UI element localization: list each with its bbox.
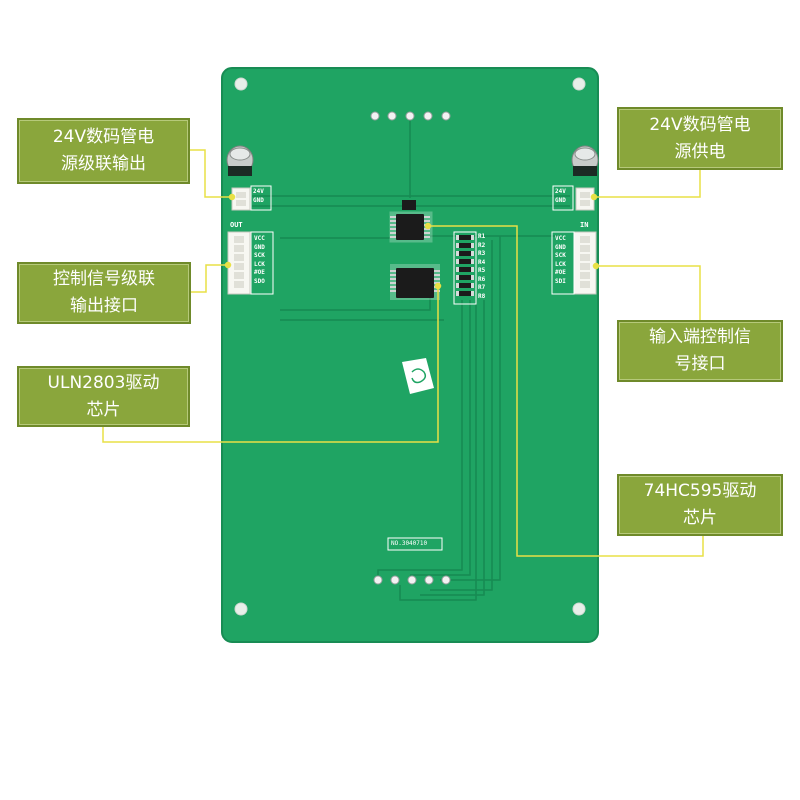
callout-control-cascade-output: 控制信号级联 输出接口 xyxy=(17,262,191,324)
mounting-holes xyxy=(234,77,586,616)
leader-line-c4 xyxy=(596,265,701,320)
resistor-label: R1 xyxy=(478,233,486,240)
pin-label: LCK xyxy=(555,260,566,268)
callout-line: 输出接口 xyxy=(70,296,138,316)
mounting-hole-top-right xyxy=(572,77,586,91)
callout-line: ULN2803驱动 xyxy=(47,372,160,393)
power-connector-out xyxy=(231,187,251,211)
leader-lines xyxy=(102,149,704,557)
resistor-label: R5 xyxy=(478,267,486,274)
callout-power-cascade-output: 24V数码管电 源级联输出 xyxy=(17,118,190,184)
mounting-hole-bottom-right xyxy=(572,602,586,616)
signal-pin-labels-out: VCC GND SCK LCK #OE SDO xyxy=(254,236,265,287)
leader-line-c6 xyxy=(428,225,704,557)
callout-line: 74HC595驱动 xyxy=(643,481,757,501)
callout-uln2803: ULN2803驱动 芯片 xyxy=(17,366,190,427)
pin-label: GND xyxy=(555,243,566,251)
callout-line: 源级联输出 xyxy=(61,154,146,174)
resistor-label: R7 xyxy=(478,284,486,291)
bottom-pin-header xyxy=(373,575,451,585)
power-labels-out: 24V GND xyxy=(253,189,264,206)
pin-label: VCC xyxy=(555,235,566,242)
power-labels-in: 24V GND xyxy=(555,189,566,206)
pin-label: VCC xyxy=(254,235,265,242)
resistor-label: R4 xyxy=(478,258,486,266)
power-label: GND xyxy=(555,196,566,204)
signal-pin-labels-in: VCC GND SCK LCK #OE SDI xyxy=(555,236,566,287)
pin-label: #OE xyxy=(555,269,566,276)
callout-line: 控制信号级联 xyxy=(53,269,155,289)
resistor-array xyxy=(453,231,477,305)
callout-line: 输入端控制信 xyxy=(649,327,751,347)
resistor-label: R8 xyxy=(478,292,486,300)
silkscreen-boxes xyxy=(250,185,575,295)
leader-line-c3 xyxy=(191,264,228,293)
part-number-box xyxy=(387,537,443,551)
resistor-labels: R1 R2 R3 R4 R5 R6 R7 R8 xyxy=(478,234,485,302)
callout-line: 源供电 xyxy=(674,141,726,162)
resistor-label: R6 xyxy=(478,275,486,283)
mounting-hole-bottom-left xyxy=(234,602,248,616)
in-label: IN xyxy=(580,221,589,229)
leader-line-c2 xyxy=(594,170,701,198)
power-label: GND xyxy=(253,196,264,204)
pcb-board xyxy=(221,67,599,643)
capacitor-left xyxy=(226,145,254,176)
pin-label: SDO xyxy=(254,277,265,285)
mounting-hole-top-left xyxy=(234,77,248,91)
callout-line: 24V数码管电 xyxy=(649,114,751,135)
chip-uln2803 xyxy=(390,264,440,300)
pin-label: GND xyxy=(254,243,265,251)
leader-line-c5 xyxy=(102,286,439,443)
callout-line: 号接口 xyxy=(674,354,726,374)
pin-label: LCK xyxy=(254,260,265,268)
callout-control-input: 输入端控制信 号接口 xyxy=(617,320,783,382)
capacitor-right xyxy=(571,145,599,176)
callout-power-supply: 24V数码管电 源供电 xyxy=(617,107,783,170)
logo-icon xyxy=(402,358,434,394)
resistor-label: R3 xyxy=(478,250,486,257)
pin-label: #OE xyxy=(254,269,265,276)
out-label: OUT xyxy=(230,221,243,229)
callout-line: 芯片 xyxy=(86,399,121,420)
power-label: 24V xyxy=(555,188,566,195)
chip-74hc595 xyxy=(389,200,433,243)
top-pin-header xyxy=(370,111,451,121)
signal-connector-in xyxy=(573,231,597,295)
callout-line: 芯片 xyxy=(683,508,717,528)
pin-label: SCK xyxy=(254,252,265,259)
resistor-label: R2 xyxy=(478,241,486,249)
pin-label: SDI xyxy=(555,277,566,285)
power-connector-in xyxy=(575,187,595,211)
part-number: NO.3040710 xyxy=(391,540,428,547)
power-label: 24V xyxy=(253,188,264,195)
callout-line: 24V数码管电 xyxy=(52,127,155,147)
signal-connector-out xyxy=(227,231,251,295)
leader-line-c1 xyxy=(190,149,232,198)
pin-label: SCK xyxy=(555,252,566,259)
callout-74hc595: 74HC595驱动 芯片 xyxy=(617,474,783,536)
